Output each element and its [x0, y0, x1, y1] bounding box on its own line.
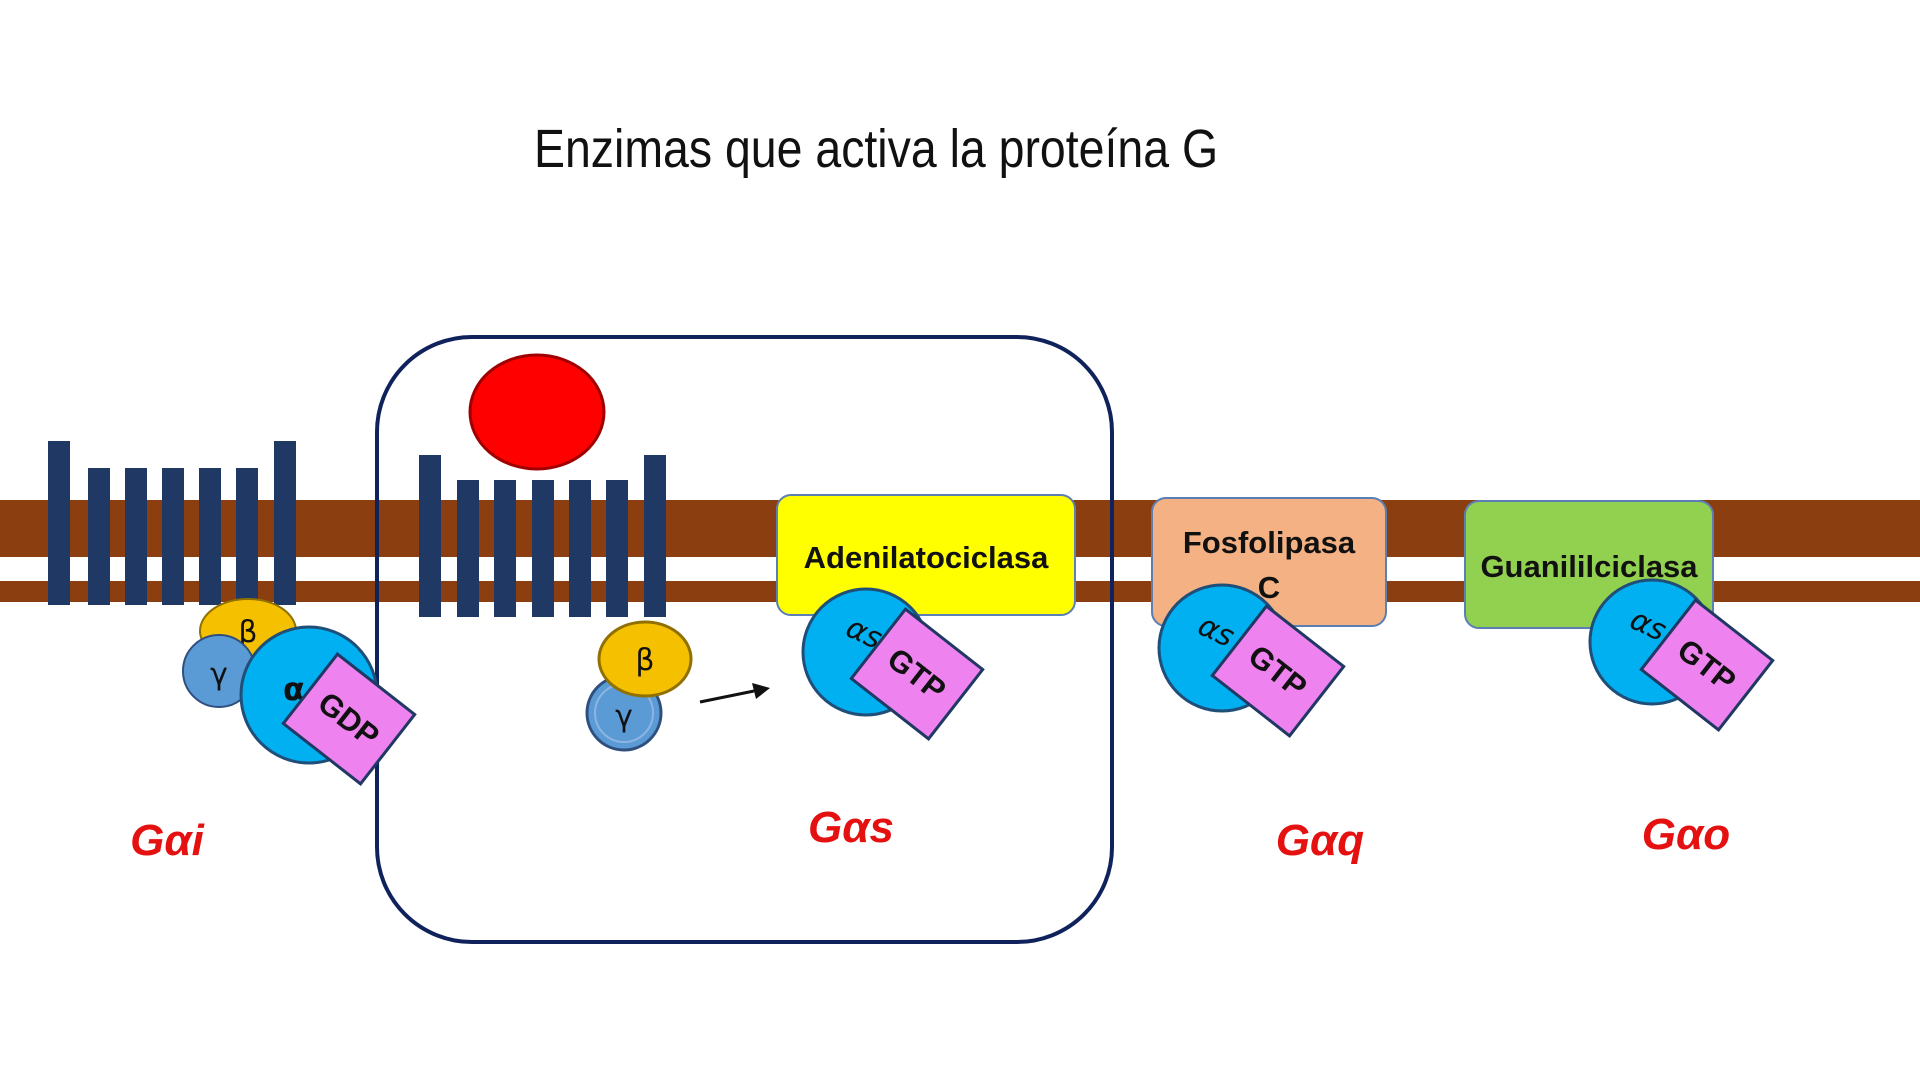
slide-title: Enzimas que activa la proteína G: [534, 119, 1219, 179]
gtp-nucleotide: [1639, 598, 1775, 732]
receptor-helix: [48, 441, 70, 605]
beta-label: β: [635, 643, 654, 678]
adenylate-cyclase-label: Adenilatociclasa: [804, 540, 1049, 575]
gtp-nucleotide: [1210, 604, 1346, 738]
beta-subunit: [597, 620, 693, 698]
ligand: [468, 353, 606, 471]
active-state-frame: [375, 335, 1114, 944]
receptor-helix: [274, 441, 296, 605]
enzyme-adenylate-cyclase: Adenilatociclasa: [776, 494, 1076, 616]
receptor-helix: [644, 455, 666, 617]
receptor-helix: [457, 480, 479, 617]
receptor-helix: [125, 468, 147, 605]
dissociation-arrow: [699, 683, 770, 704]
phospholipase-c-label-line1: Fosfolipasa: [1183, 525, 1356, 560]
gamma-label: γ: [210, 657, 228, 692]
g-alpha-s-active: αs GTP: [801, 587, 985, 741]
guanylate-cyclase-label: Guanililciclasa: [1480, 549, 1698, 584]
g-protein-inactive: β γ α GDP: [182, 598, 417, 786]
receptor-helix: [88, 468, 110, 605]
receptor-active: [419, 455, 666, 617]
gtp-nucleotide: [849, 607, 985, 741]
label-g-alpha-s: Gαs: [808, 803, 894, 852]
receptor-helix: [532, 480, 554, 617]
beta-label: β: [238, 615, 257, 650]
receptor-helix: [494, 480, 516, 617]
receptor-helix: [569, 480, 591, 617]
receptor-helix: [236, 468, 258, 605]
receptor-helix: [162, 468, 184, 605]
label-g-alpha-i: Gαi: [130, 816, 205, 865]
receptor-inactive: [48, 441, 296, 605]
g-alpha-q-active: αs GTP: [1157, 583, 1346, 738]
alpha-label: α: [283, 670, 305, 708]
adenylate-cyclase-box: [776, 494, 1076, 616]
gdp-nucleotide: [281, 652, 417, 786]
g-alpha-o-active: αs GTP: [1588, 578, 1775, 732]
receptor-helix: [419, 455, 441, 617]
receptor-helix: [199, 468, 221, 605]
label-g-alpha-q: Gαq: [1276, 816, 1365, 865]
beta-gamma-dimer: γ β: [585, 620, 693, 752]
receptor-helix: [606, 480, 628, 617]
label-g-alpha-o: Gαo: [1642, 810, 1730, 859]
phospholipase-c-label-line2: C: [1258, 570, 1280, 605]
gamma-label: γ: [615, 699, 633, 734]
